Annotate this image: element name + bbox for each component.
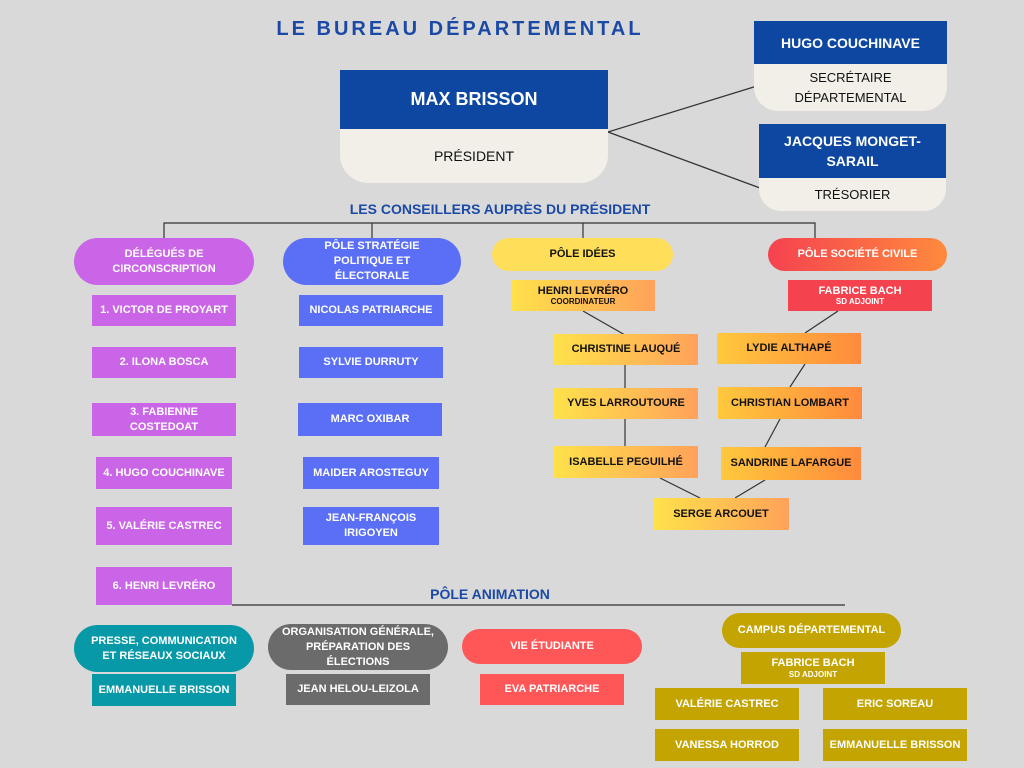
- idees-item: ISABELLE PEGUILHÉ: [554, 446, 698, 478]
- societe-lead-role: SD ADJOINT: [835, 296, 885, 306]
- delegue-item: 1. VICTOR DE PROYART: [92, 295, 236, 326]
- societe-item: LYDIE ALTHAPÉ: [717, 333, 861, 364]
- societe-item: CHRISTIAN LOMBART: [718, 387, 862, 419]
- strategie-item: MAIDER AROSTEGUY: [303, 457, 439, 489]
- idees-coordinator-role: COORDINATEUR: [550, 296, 616, 306]
- treasurer-card: JACQUES MONGET-SARAIL TRÉSORIER: [759, 124, 946, 211]
- conseillers-title: LES CONSEILLERS AUPRÈS DU PRÉSIDENT: [349, 201, 651, 217]
- campus-lead-role: SD ADJOINT: [788, 669, 838, 679]
- idees-coordinator-name: HENRI LEVRÉRO: [537, 284, 629, 297]
- idees-item: CHRISTINE LAUQUÉ: [554, 334, 698, 365]
- organisation-member: JEAN HELOU-LEIZOLA: [286, 674, 430, 705]
- societe-item: SANDRINE LAFARGUE: [721, 447, 861, 480]
- vie-header: VIE ÉTUDIANTE: [462, 629, 642, 664]
- delegue-item: 3. FABIENNE COSTEDOAT: [92, 403, 236, 436]
- vie-member: EVA PATRIARCHE: [480, 674, 624, 705]
- idees-coordinator: HENRI LEVRÉRO COORDINATEUR: [511, 280, 655, 311]
- treasurer-name: JACQUES MONGET-SARAIL: [759, 124, 946, 178]
- president-card: MAX BRISSON PRÉSIDENT: [340, 70, 608, 183]
- campus-item: VANESSA HORROD: [655, 729, 799, 761]
- secretary-card: HUGO COUCHINAVE SECRÉTAIRE DÉPARTEMENTAL: [754, 21, 947, 111]
- delegues-header: DÉLÉGUÉS DE CIRCONSCRIPTION: [74, 238, 254, 285]
- strategie-header: PÔLE STRATÉGIE POLITIQUE ET ÉLECTORALE: [283, 238, 461, 285]
- strategie-item: SYLVIE DURRUTY: [299, 347, 443, 378]
- secretary-role: SECRÉTAIRE DÉPARTEMENTAL: [754, 64, 947, 111]
- presse-member: EMMANUELLE BRISSON: [92, 674, 236, 706]
- campus-item: EMMANUELLE BRISSON: [823, 729, 967, 761]
- campus-header: CAMPUS DÉPARTEMENTAL: [722, 613, 901, 648]
- secretary-name: HUGO COUCHINAVE: [754, 21, 947, 64]
- organisation-header: ORGANISATION GÉNÉRALE, PRÉPARATION DES É…: [268, 624, 448, 670]
- idees-header: PÔLE IDÉES: [492, 238, 673, 271]
- president-name: MAX BRISSON: [340, 70, 608, 129]
- societe-header: PÔLE SOCIÉTÉ CIVILE: [768, 238, 947, 271]
- strategie-item: JEAN-FRANÇOIS IRIGOYEN: [303, 507, 439, 545]
- campus-lead-name: FABRICE BACH: [771, 656, 855, 669]
- strategie-item: NICOLAS PATRIARCHE: [299, 295, 443, 326]
- campus-item: VALÉRIE CASTREC: [655, 688, 799, 720]
- presse-header: PRESSE, COMMUNICATION ET RÉSEAUX SOCIAUX: [74, 625, 254, 672]
- delegue-item: 5. VALÉRIE CASTREC: [96, 507, 232, 545]
- delegue-item: 4. HUGO COUCHINAVE: [96, 457, 232, 489]
- societe-lead-name: FABRICE BACH: [818, 284, 902, 297]
- treasurer-role: TRÉSORIER: [759, 178, 946, 211]
- delegue-item: 2. ILONA BOSCA: [92, 347, 236, 378]
- president-role: PRÉSIDENT: [340, 129, 608, 183]
- animation-title: PÔLE ANIMATION: [430, 586, 550, 602]
- societe-lead: FABRICE BACH SD ADJOINT: [788, 280, 932, 311]
- campus-lead: FABRICE BACH SD ADJOINT: [741, 652, 885, 684]
- shared-member: SERGE ARCOUET: [653, 498, 789, 530]
- campus-item: ERIC SOREAU: [823, 688, 967, 720]
- strategie-item: MARC OXIBAR: [298, 403, 442, 436]
- page-title: LE BUREAU DÉPARTEMENTAL: [276, 18, 644, 40]
- delegue-item: 6. HENRI LEVRÉRO: [96, 567, 232, 605]
- idees-item: YVES LARROUTOURE: [554, 388, 698, 419]
